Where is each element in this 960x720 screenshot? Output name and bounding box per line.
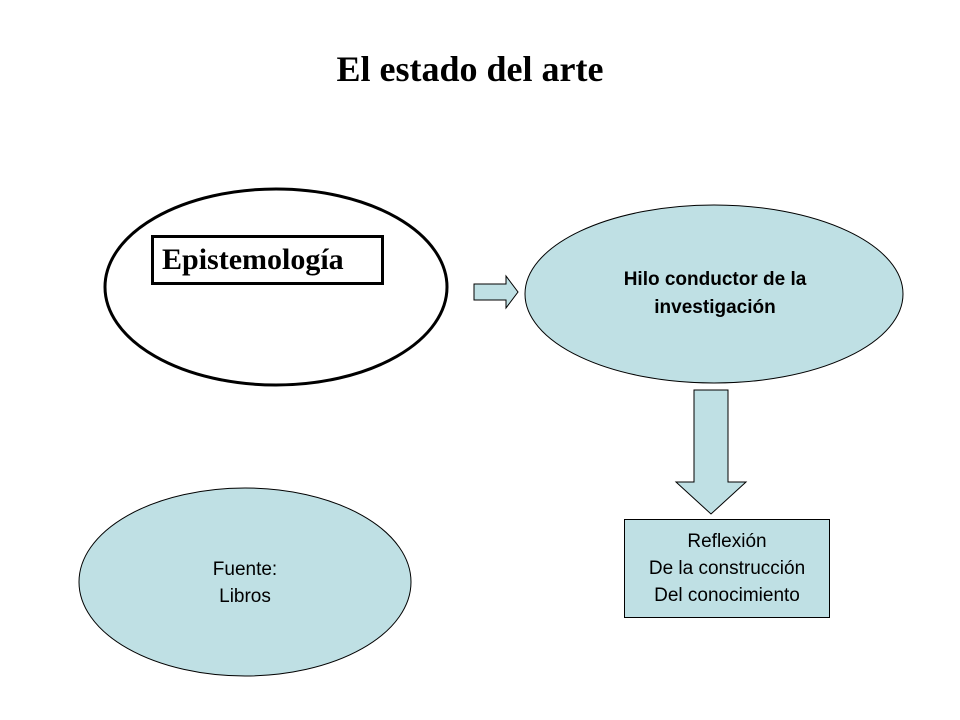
hilo-conductor-line-1: Hilo conductor de la [623,269,807,290]
fuente-line-1: Fuente: [212,559,278,580]
reflexion-line-2: De la construcción [648,558,806,579]
slide-title: El estado del arte [336,49,604,89]
hilo-conductor-line-2: investigación [654,297,776,318]
right-arrow [473,274,519,310]
epistemologia-label: Epistemología [162,243,344,276]
reflexion-line-3: Del conocimiento [654,585,800,606]
fuente-line-2: Libros [219,586,271,607]
down-arrow [674,389,748,515]
reflexion-box: Reflexión De la construcción Del conocim… [624,519,830,618]
hilo-conductor-label: Hilo conductor de la investigación [540,266,890,322]
epistemologia-label-box: Epistemología [151,235,384,285]
reflexion-line-1: Reflexión [687,531,767,552]
fuente-ellipse [78,487,412,677]
hilo-conductor-ellipse [524,204,904,384]
fuente-label: Fuente: Libros [170,556,320,610]
epistemologia-ellipse [103,187,449,387]
